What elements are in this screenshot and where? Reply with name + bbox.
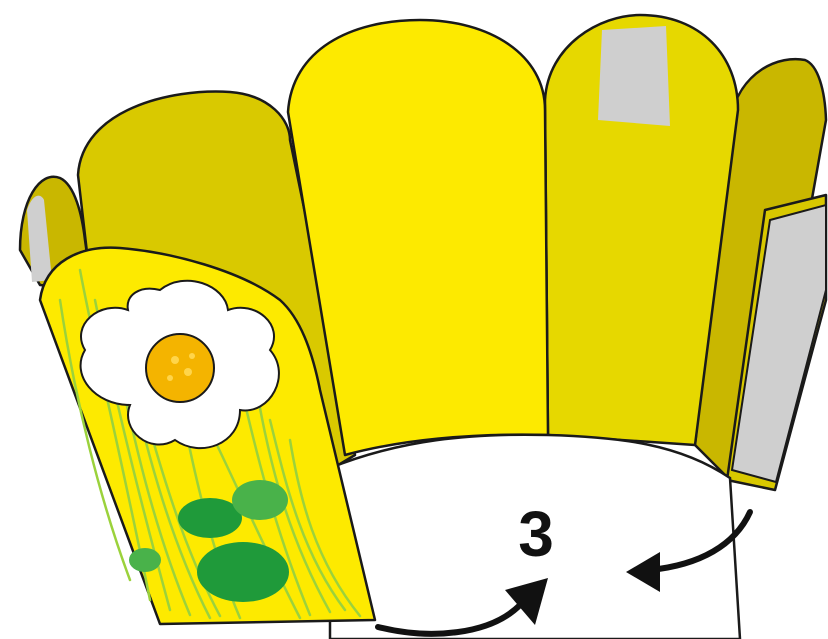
glue-tab-top: [598, 26, 670, 126]
leaf-4: [129, 548, 161, 572]
flower-center: [146, 334, 214, 402]
leaf-1: [178, 498, 242, 538]
step-number-label: 3: [518, 498, 554, 570]
leaf-2: [232, 480, 288, 520]
leaf-3: [197, 542, 289, 602]
